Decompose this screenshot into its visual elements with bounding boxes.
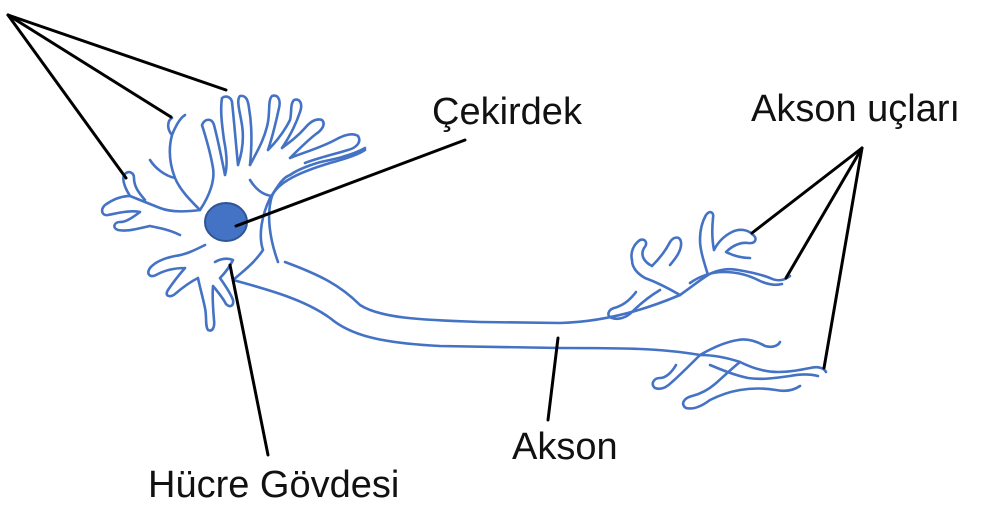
dendrite-top-right (250, 96, 359, 165)
axon-lower-edge (233, 280, 700, 355)
cell-body-outline (233, 148, 365, 280)
dendrite-left (102, 172, 200, 235)
dendrite-bottom-left (148, 245, 233, 331)
terminal-lower-loop (710, 365, 818, 379)
leader-line-top-left-b (8, 15, 171, 117)
axon-terminals-label: Akson uçları (751, 90, 960, 128)
leader-line-top-left-c (8, 15, 126, 178)
leader-lines (8, 15, 862, 455)
leader-line-nucleus (236, 140, 465, 226)
nucleus-label: Çekirdek (432, 93, 582, 131)
neuron-outline (102, 96, 826, 409)
leader-line-terminal-a (752, 148, 862, 233)
cell-body-label: Hücre Gövdesi (148, 466, 399, 504)
leader-line-top-left-a (8, 15, 226, 90)
leader-line-axon (548, 338, 558, 420)
leader-line-cell-body (230, 265, 268, 455)
axon-label: Akson (512, 428, 618, 466)
axon-upper-edge (269, 150, 680, 323)
nucleus-shape (205, 203, 247, 241)
